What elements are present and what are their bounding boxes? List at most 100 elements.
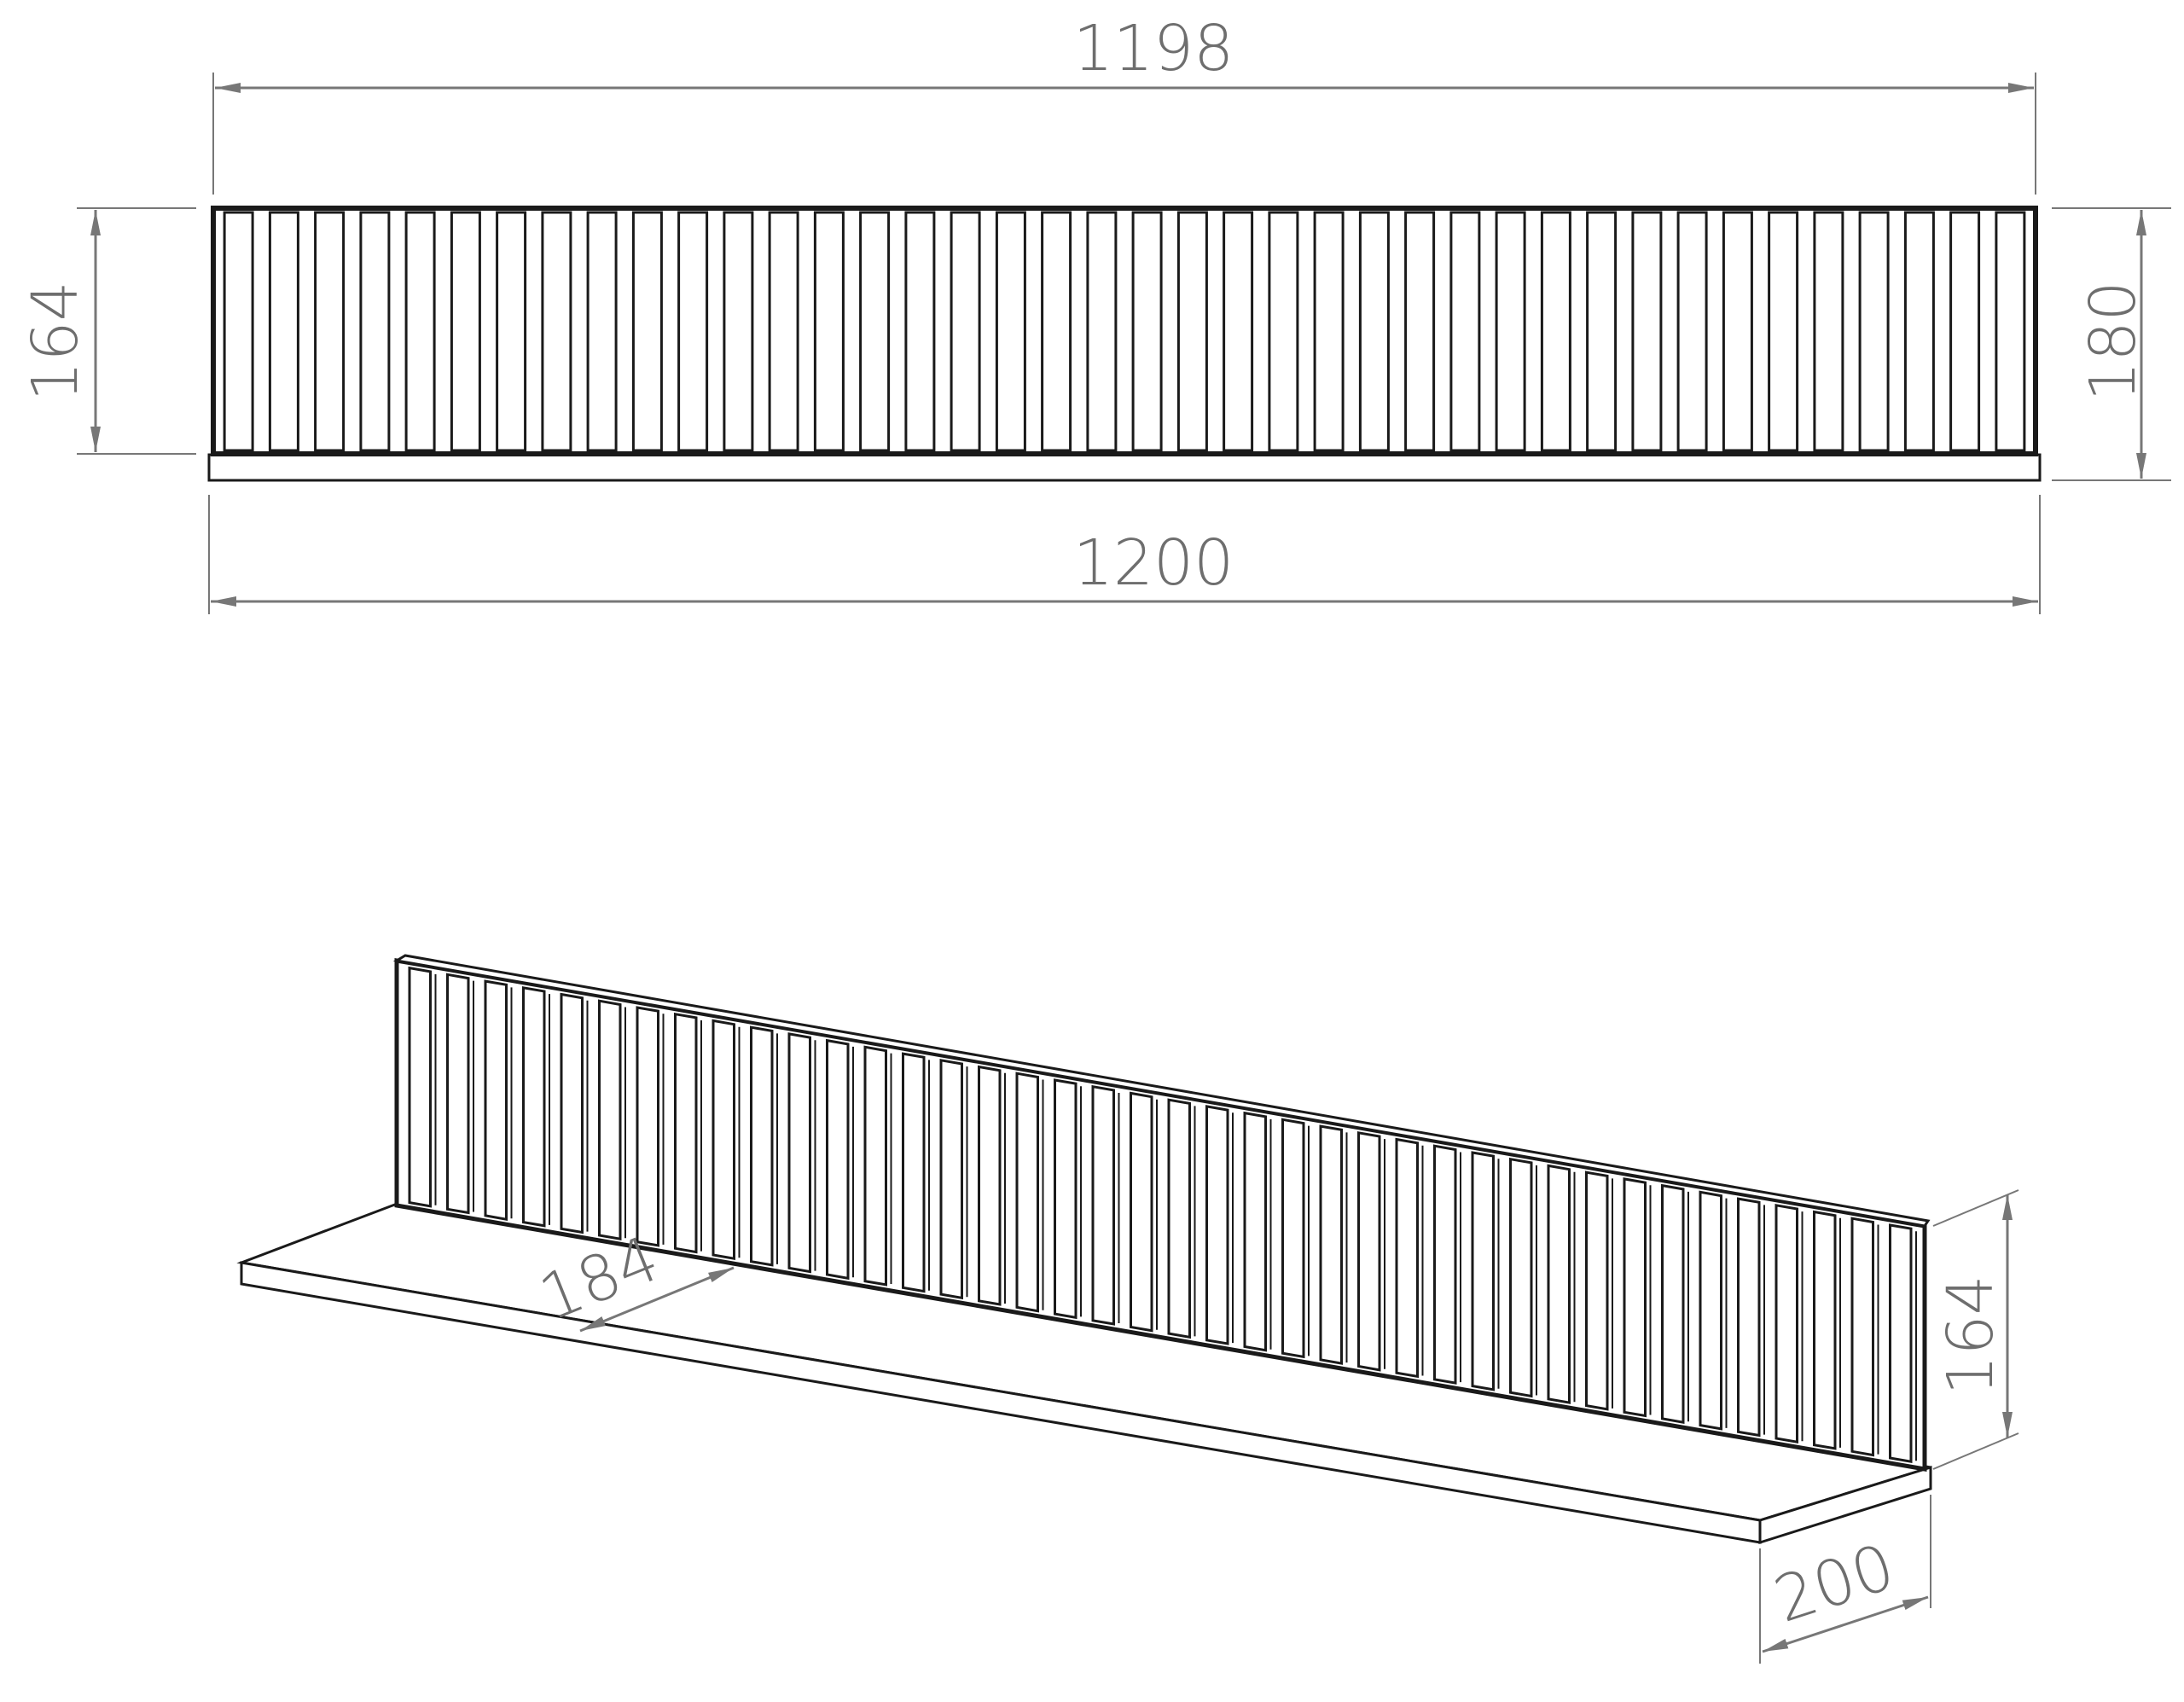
iso-slat	[1015, 1072, 1039, 1313]
front-slat	[223, 211, 254, 452]
iso-slat	[1850, 1217, 1874, 1457]
iso-slat	[1774, 1204, 1798, 1444]
iso-slat	[939, 1059, 963, 1300]
front-slat	[1813, 211, 1844, 452]
front-view-slats	[223, 211, 2026, 452]
iso-slat	[408, 966, 432, 1208]
iso-height-label: 164	[1934, 1275, 2007, 1395]
iso-slat	[1433, 1144, 1457, 1385]
iso-slat	[1623, 1177, 1647, 1418]
iso-slat	[1319, 1124, 1343, 1365]
front-slat	[1858, 211, 1890, 452]
front-shelf-base	[207, 453, 2042, 482]
front-slat	[631, 211, 663, 452]
iso-view-slats	[408, 966, 1917, 1463]
iso-slat	[1547, 1164, 1571, 1404]
iso-slat	[522, 986, 546, 1228]
front-slat	[496, 211, 527, 452]
iso-slat	[826, 1038, 850, 1281]
front-slat	[1540, 211, 1571, 452]
front-slat	[1722, 211, 1753, 452]
front-panel-height-dimension: 164	[19, 207, 196, 455]
iso-height-dimension: 164	[1932, 1189, 2019, 1470]
front-bottom-width-label: 1200	[1073, 526, 1234, 600]
iso-slat	[1205, 1105, 1229, 1345]
iso-slat	[560, 992, 584, 1234]
iso-slat	[1281, 1118, 1305, 1359]
iso-slat	[1243, 1111, 1267, 1352]
front-slat	[1041, 211, 1072, 452]
iso-slat	[446, 973, 470, 1215]
iso-slat	[598, 999, 622, 1240]
front-slat	[450, 211, 481, 452]
front-slat	[1949, 211, 1981, 452]
front-slat	[541, 211, 572, 452]
front-slat	[1313, 211, 1345, 452]
front-total-height-label: 180	[2077, 281, 2150, 401]
iso-slat	[1699, 1190, 1722, 1431]
iso-slat	[636, 1006, 659, 1247]
front-top-width-dimension: 1198	[212, 12, 2036, 195]
front-slat	[314, 211, 346, 452]
front-slat	[904, 211, 936, 452]
front-slat	[1268, 211, 1299, 452]
iso-slat	[902, 1052, 926, 1293]
iso-slat	[1813, 1210, 1837, 1450]
iso-view	[236, 954, 1932, 1545]
front-slat	[1086, 211, 1118, 452]
front-slat	[1131, 211, 1163, 452]
front-top-width-label: 1198	[1073, 12, 1234, 85]
iso-slat	[1737, 1197, 1761, 1438]
iso-depth-label: 200	[1766, 1531, 1903, 1637]
front-slat	[1449, 211, 1481, 452]
front-slat	[1176, 211, 1208, 452]
front-slat	[1586, 211, 1618, 452]
front-slat	[359, 211, 391, 452]
front-slat	[1495, 211, 1526, 452]
iso-slat	[978, 1065, 1002, 1306]
front-panel-height-label: 164	[19, 281, 92, 401]
front-slat	[677, 211, 709, 452]
iso-back-panel-top	[392, 954, 1931, 1228]
front-slat	[995, 211, 1026, 452]
front-bottom-width-dimension: 1200	[208, 495, 2041, 614]
iso-slat	[1054, 1078, 1077, 1320]
iso-slat	[1585, 1170, 1609, 1411]
iso-slat	[1661, 1183, 1685, 1424]
front-slat	[1223, 211, 1254, 452]
iso-slat	[484, 979, 508, 1221]
front-slat	[1676, 211, 1708, 452]
iso-slat	[1167, 1098, 1191, 1339]
front-slat	[1768, 211, 1799, 452]
front-slat	[586, 211, 618, 452]
iso-slat	[1395, 1137, 1419, 1379]
iso-slat	[1091, 1084, 1115, 1326]
front-slat	[768, 211, 799, 452]
iso-slat	[1130, 1091, 1153, 1333]
front-total-height-dimension: 180	[2052, 207, 2171, 481]
iso-shelf-side-edge	[1758, 1465, 1932, 1545]
front-slat	[1404, 211, 1436, 452]
iso-slat	[750, 1025, 774, 1267]
iso-slat	[1471, 1151, 1495, 1391]
front-slat	[859, 211, 891, 452]
iso-slat	[787, 1032, 811, 1274]
iso-slat	[1509, 1157, 1533, 1398]
iso-slat	[863, 1045, 887, 1287]
front-slat	[1358, 211, 1390, 452]
front-slat	[404, 211, 436, 452]
front-slat	[1631, 211, 1663, 452]
front-panel-outline	[211, 206, 2038, 456]
front-slat	[813, 211, 845, 452]
front-slat	[1903, 211, 1935, 452]
front-slat	[723, 211, 754, 452]
front-slat	[1995, 211, 2026, 452]
iso-slat	[674, 1012, 698, 1254]
iso-slat	[1889, 1223, 1913, 1463]
front-slat	[268, 211, 299, 452]
iso-slat	[712, 1019, 735, 1260]
iso-slat	[1357, 1131, 1381, 1372]
front-slat	[950, 211, 981, 452]
front-view	[207, 206, 2042, 482]
